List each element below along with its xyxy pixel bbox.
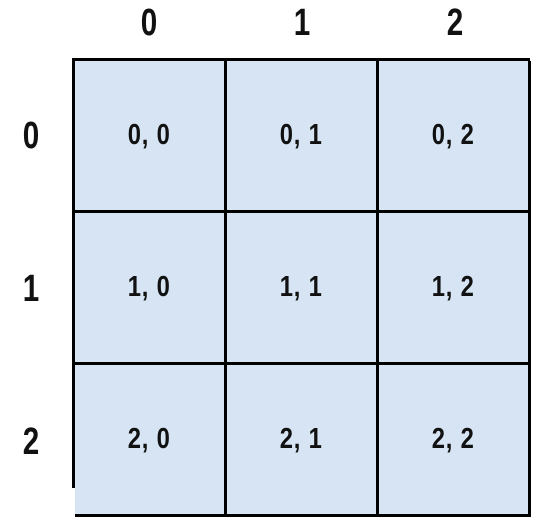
- grid-cell-1-2: 1, 2: [379, 213, 531, 365]
- column-header-0: 0: [140, 2, 158, 44]
- grid-table: 0, 0 0, 1 0, 2 1, 0 1, 1 1, 2 2, 0 2, 1 …: [72, 58, 531, 517]
- grid-cell-2-2: 2, 2: [379, 365, 531, 517]
- row-header-2: 2: [22, 420, 40, 463]
- cell-label: 1, 0: [128, 271, 171, 303]
- grid-cell-0-0: 0, 0: [75, 61, 227, 213]
- cell-label: 2, 2: [432, 423, 475, 455]
- row-header-1: 1: [22, 267, 40, 310]
- row-header-0: 0: [22, 114, 40, 157]
- grid-cell-2-0: 2, 0: [75, 365, 227, 517]
- grid-cell-0-1: 0, 1: [227, 61, 379, 213]
- grid-cell-1-0: 1, 0: [75, 213, 227, 365]
- cell-label: 1, 2: [432, 271, 475, 303]
- grid-cell-2-1: 2, 1: [227, 365, 379, 517]
- cell-label: 2, 0: [128, 423, 171, 455]
- grid-cell-1-1: 1, 1: [227, 213, 379, 365]
- cell-label: 2, 1: [280, 423, 323, 455]
- grid-cell-0-2: 0, 2: [379, 61, 531, 213]
- column-header-1: 1: [293, 2, 311, 44]
- cell-label: 1, 1: [280, 271, 323, 303]
- cell-label: 0, 0: [128, 119, 171, 151]
- column-header-2: 2: [446, 2, 464, 44]
- cell-label: 0, 1: [280, 119, 323, 151]
- cell-label: 0, 2: [432, 119, 475, 151]
